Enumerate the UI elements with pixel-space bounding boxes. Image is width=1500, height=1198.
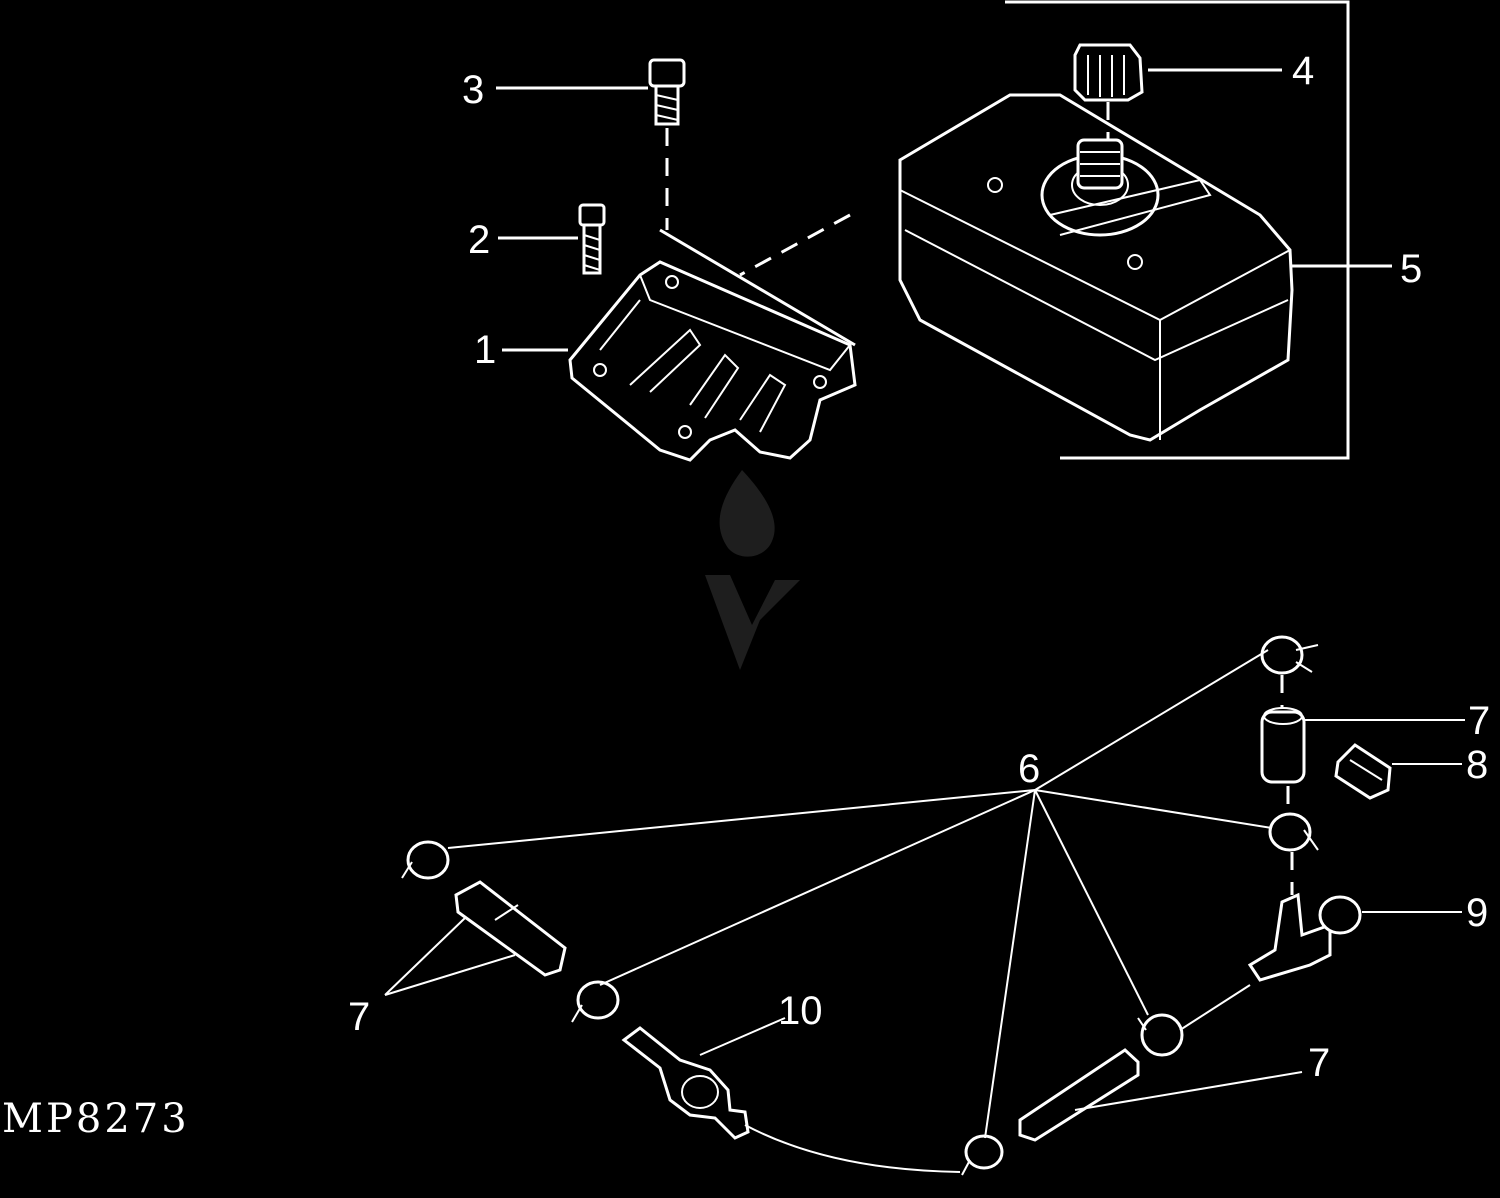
callout-7c: 7 bbox=[1308, 1041, 1330, 1085]
leader-10 bbox=[699, 1017, 786, 1056]
hose-clamp bbox=[401, 840, 450, 880]
figure-code: MP8273 bbox=[2, 1096, 190, 1142]
callout-2: 2 bbox=[468, 218, 490, 262]
fuel-hose bbox=[1260, 707, 1306, 784]
shutoff-valve bbox=[621, 1026, 750, 1140]
callout-4: 4 bbox=[1292, 49, 1314, 93]
fuel-hose bbox=[1018, 1048, 1140, 1142]
callout-1: 1 bbox=[474, 328, 496, 372]
hose-route bbox=[1179, 984, 1251, 1031]
leader-7b bbox=[384, 917, 516, 996]
screw-3 bbox=[648, 58, 686, 230]
elbow-fitting bbox=[1247, 892, 1362, 982]
hose-clamp bbox=[1137, 1013, 1184, 1057]
hose-route bbox=[744, 1124, 961, 1173]
hose-clamp bbox=[1268, 812, 1319, 852]
leader-7c bbox=[1074, 1071, 1303, 1111]
callout-3: 3 bbox=[462, 68, 484, 112]
fuel-tank bbox=[739, 93, 1294, 442]
callout-10: 10 bbox=[778, 989, 823, 1033]
hose-clamp bbox=[1260, 635, 1319, 675]
screw-2 bbox=[578, 203, 606, 275]
callout-6: 6 bbox=[1018, 747, 1040, 791]
mounting-bracket bbox=[568, 228, 857, 462]
watermark-logo bbox=[705, 470, 800, 670]
hose-clamp bbox=[961, 1134, 1004, 1176]
fuel-hose bbox=[454, 880, 567, 977]
fuel-filter bbox=[1334, 743, 1392, 800]
callout-9: 9 bbox=[1466, 891, 1488, 935]
callout-7a: 7 bbox=[1468, 699, 1490, 743]
leader-6 bbox=[447, 649, 1273, 1139]
callout-7b: 7 bbox=[348, 995, 370, 1039]
hose-clamp bbox=[571, 980, 620, 1023]
callout-8: 8 bbox=[1466, 743, 1488, 787]
fuel-cap bbox=[1073, 43, 1144, 140]
assembly-bracket-line bbox=[1005, 0, 1350, 460]
callout-5: 5 bbox=[1400, 247, 1422, 291]
